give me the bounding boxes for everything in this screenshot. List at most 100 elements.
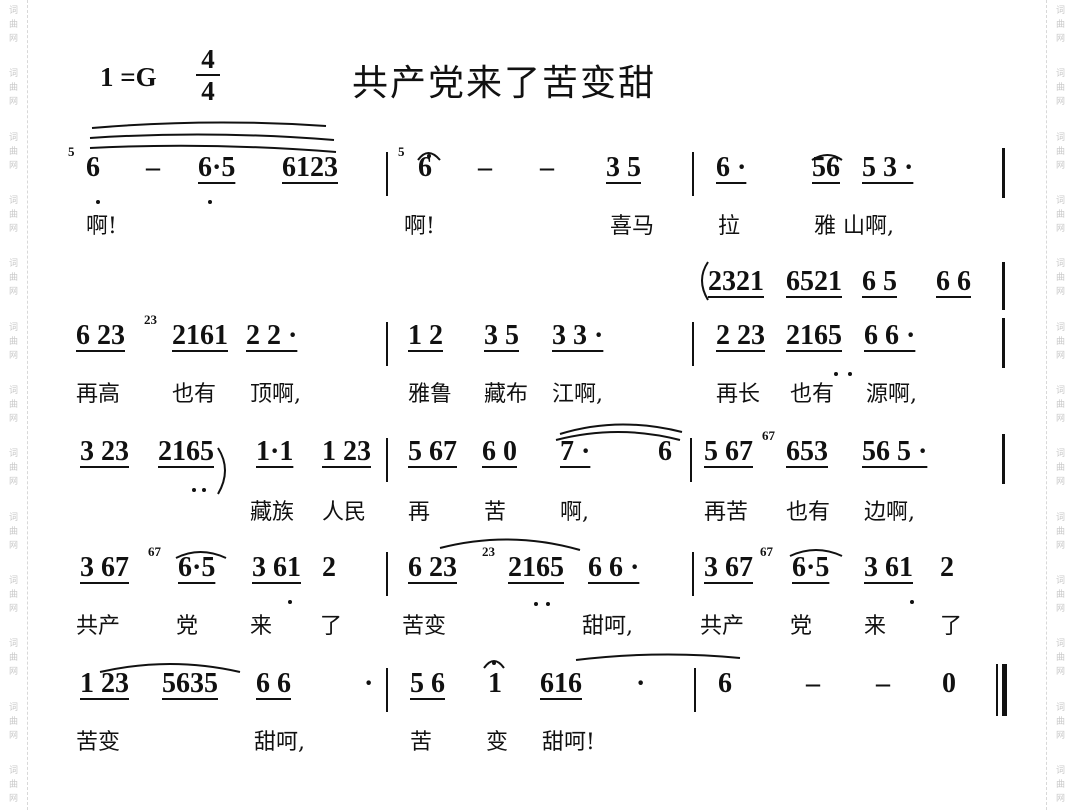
- lyric-text: 苦变: [402, 614, 447, 639]
- watermark-left: 词 曲 网词 曲 网词 曲 网词 曲 网词 曲 网词 曲 网词 曲 网词 曲 网…: [0, 0, 28, 810]
- lyric-text: 甜呵!: [542, 730, 595, 755]
- note-group: 6 23: [76, 320, 125, 351]
- watermark-text: 词 曲 网: [1055, 575, 1065, 614]
- lyric-text: 苦变: [76, 730, 121, 755]
- watermark-text: 词 曲 网: [8, 69, 18, 108]
- watermark-text: 词 曲 网: [1055, 132, 1065, 171]
- grace-note: 67: [762, 428, 775, 443]
- note-group: 616: [540, 668, 582, 699]
- meter-bottom: 4: [201, 76, 215, 106]
- note-group: 3 23: [80, 436, 129, 467]
- watermark-text: 词 曲 网: [1055, 259, 1065, 298]
- note-group: 2: [322, 552, 336, 583]
- note-group: –: [806, 668, 820, 699]
- note-group: 1 2: [408, 320, 443, 351]
- lyric-text: 藏布: [484, 382, 529, 407]
- lyric-text: 也有: [172, 382, 217, 407]
- lyric-text: 来: [250, 614, 273, 639]
- note-group: –: [146, 152, 160, 183]
- note-group: 6 23: [408, 552, 457, 583]
- note-group: 1·1: [256, 436, 294, 467]
- note-group: 6123: [282, 152, 338, 183]
- lyric-text: 源啊,: [866, 382, 917, 407]
- lyric-text: 苦: [484, 500, 507, 525]
- note-group: 6·5: [198, 152, 236, 183]
- lyric-text: 也有: [786, 500, 831, 525]
- lyric-text: 再苦: [704, 500, 749, 525]
- watermark-text: 词 曲 网: [1055, 449, 1065, 488]
- grace-note: 23: [482, 544, 495, 559]
- watermark-text: 词 曲 网: [8, 322, 18, 361]
- grace-note: 67: [148, 544, 161, 559]
- note-group: 2 23: [716, 320, 765, 351]
- watermark-text: 词 曲 网: [8, 385, 18, 424]
- note-group: –: [876, 668, 890, 699]
- alternate-note-group: 2321: [708, 266, 764, 297]
- note-group: 5 6: [410, 668, 445, 699]
- note-group: 3 67: [80, 552, 129, 583]
- alternate-note-group: 6521: [786, 266, 842, 297]
- watermark-text: 词 曲 网: [1055, 765, 1065, 804]
- lyric-text: 雅鲁: [408, 382, 453, 407]
- note-group: 653: [786, 436, 828, 467]
- meter-line: [196, 74, 220, 76]
- lyric-text: 党: [176, 614, 199, 639]
- lyric-text: 啊!: [404, 214, 435, 239]
- lyric-text: 啊!: [86, 214, 117, 239]
- lyric-text: 再: [408, 500, 431, 525]
- lyric-text: 共产: [700, 614, 745, 639]
- note-group: 5 3 ·: [862, 152, 914, 183]
- note-group: 56: [812, 152, 840, 183]
- watermark-text: 词 曲 网: [8, 765, 18, 804]
- note-group: –: [540, 152, 554, 183]
- note-group: 5 67: [408, 436, 457, 467]
- lyric-text: 藏族: [250, 500, 295, 525]
- watermark-text: 词 曲 网: [8, 259, 18, 298]
- note-group: 3 61: [864, 552, 913, 583]
- watermark-text: 词 曲 网: [8, 575, 18, 614]
- time-signature: 4 4: [196, 45, 220, 105]
- key-signature: 1 =G: [100, 62, 157, 92]
- grace-note: 23: [144, 312, 157, 327]
- note-group: 2165: [158, 436, 214, 467]
- note-group: 3 3 ·: [552, 320, 604, 351]
- alternate-note-group: 6 6: [936, 266, 971, 297]
- watermark-text: 词 曲 网: [8, 512, 18, 551]
- watermark-text: 词 曲 网: [8, 639, 18, 678]
- note-group: 5635: [162, 668, 218, 699]
- note-group: 6: [86, 152, 100, 183]
- note-group: 1: [488, 668, 502, 699]
- note-group: 6·5: [178, 552, 216, 583]
- note-group: 3 5: [484, 320, 519, 351]
- lyric-text: 也有: [790, 382, 835, 407]
- watermark-text: 词 曲 网: [8, 195, 18, 234]
- note-group: 6 0: [482, 436, 517, 467]
- lyric-text: 共产: [76, 614, 121, 639]
- grace-note: 67: [760, 544, 773, 559]
- lyric-text: 江啊,: [552, 382, 603, 407]
- lyric-text: 啊,: [560, 500, 589, 525]
- lyric-text: 人民: [322, 500, 367, 525]
- note-group: 56 5 ·: [862, 436, 928, 467]
- note-group: 6·5: [792, 552, 830, 583]
- alternate-note-group: 6 5: [862, 266, 897, 297]
- lyric-text: 边啊,: [864, 500, 915, 525]
- lyric-text: 拉: [718, 214, 741, 239]
- note-group: 3 61: [252, 552, 301, 583]
- note-group: 3 5: [606, 152, 641, 183]
- lyric-text: 甜呵,: [254, 730, 305, 755]
- note-group: ·: [364, 668, 374, 699]
- note-group: 2 2 ·: [246, 320, 298, 351]
- grace-note: 5: [398, 144, 405, 159]
- note-group: 2165: [508, 552, 564, 583]
- note-group: 2161: [172, 320, 228, 351]
- watermark-text: 词 曲 网: [8, 132, 18, 171]
- watermark-text: 词 曲 网: [1055, 322, 1065, 361]
- note-group: 5 67: [704, 436, 753, 467]
- lyric-text: 了: [940, 614, 963, 639]
- watermark-text: 词 曲 网: [8, 449, 18, 488]
- lyric-text: 再长: [716, 382, 761, 407]
- watermark-text: 词 曲 网: [1055, 385, 1065, 424]
- note-group: 7 ·: [560, 436, 591, 467]
- lyric-text: 喜马: [610, 214, 655, 239]
